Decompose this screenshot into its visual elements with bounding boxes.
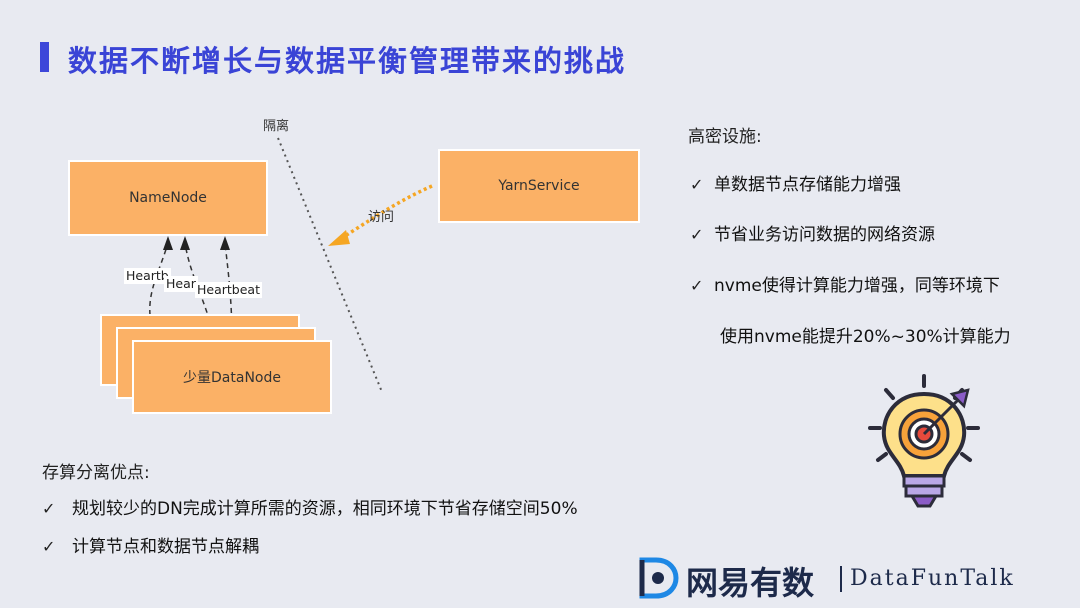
logo-text-en: DataFunTalk (850, 566, 1015, 591)
check-icon: ✓ (42, 499, 56, 518)
namenode-label: NameNode (129, 190, 207, 206)
yarnservice-box: YarnService (438, 149, 640, 223)
isolation-line (277, 137, 383, 393)
bottom-item-1: ✓规划较少的DN完成计算所需的资源，相同环境下节省存储空间50% (42, 499, 578, 519)
lightbulb-target-icon (868, 374, 980, 508)
check-icon: ✓ (690, 175, 704, 194)
heartbeat-arrowheads (163, 236, 230, 250)
access-label: 访问 (368, 210, 395, 225)
logo-separator (840, 566, 842, 592)
right-item-1: ✓单数据节点存储能力增强 (690, 175, 901, 195)
isolation-label: 隔离 (263, 119, 290, 134)
right-item-2: ✓节省业务访问数据的网络资源 (690, 225, 935, 245)
right-item-3: ✓nvme使得计算能力增强，同等环境下 (690, 276, 1000, 296)
heartbeat-label-1: Heartb (124, 268, 171, 284)
brand-logo: 网易有数 DataFunTalk (636, 556, 1056, 602)
netease-d-logo-icon (639, 557, 679, 599)
heartbeat-label-3: Heartbeat (195, 282, 262, 298)
namenode-box: NameNode (68, 160, 268, 236)
bottom-item-2: ✓计算节点和数据节点解耦 (42, 537, 259, 557)
check-icon: ✓ (690, 225, 704, 244)
check-icon: ✓ (690, 276, 704, 295)
yarnservice-label: YarnService (498, 178, 580, 194)
datanode-label: 少量DataNode (183, 370, 281, 386)
heartbeat-line-1 (149, 242, 169, 316)
page-title: 数据不断增长与数据平衡管理带来的挑战 (68, 44, 627, 78)
check-icon: ✓ (42, 537, 56, 556)
right-item-4: 使用nvme能提升20%~30%计算能力 (720, 327, 1011, 347)
datanode-box-front: 少量DataNode (132, 340, 332, 414)
title-accent-bar (40, 42, 49, 72)
logo-text-cn: 网易有数 (686, 564, 815, 602)
heartbeat-label-2: Hear (164, 276, 198, 292)
right-panel-heading: 高密设施: (688, 127, 762, 147)
bottom-panel-heading: 存算分离优点: (42, 463, 150, 483)
